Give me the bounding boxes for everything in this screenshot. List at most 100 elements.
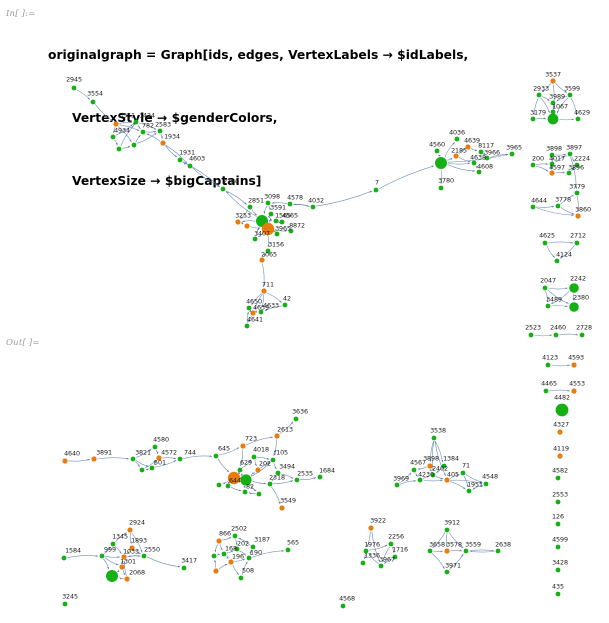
graph-vertex[interactable] bbox=[368, 525, 374, 531]
graph-vertex[interactable] bbox=[149, 465, 155, 471]
graph-vertex[interactable] bbox=[240, 443, 246, 449]
graph-vertex[interactable] bbox=[251, 454, 257, 460]
graph-vertex[interactable] bbox=[484, 155, 490, 161]
graph-vertex[interactable] bbox=[220, 186, 226, 192]
graph-vertex[interactable] bbox=[549, 161, 555, 167]
graph-vertex[interactable] bbox=[270, 457, 276, 463]
graph-vertex[interactable] bbox=[181, 565, 187, 571]
graph-vertex[interactable] bbox=[528, 332, 534, 338]
graph-vertex[interactable] bbox=[394, 482, 400, 488]
graph-vertex[interactable] bbox=[279, 505, 285, 511]
graph-vertex[interactable] bbox=[557, 429, 563, 435]
graph-vertex[interactable] bbox=[90, 99, 96, 105]
graph-vertex[interactable] bbox=[575, 116, 581, 122]
graph-vertex[interactable] bbox=[454, 136, 460, 142]
input-code-block[interactable]: originalgraph = Graph[ids, edges, Vertex… bbox=[48, 3, 568, 234]
graph-vertex[interactable] bbox=[259, 257, 265, 263]
graph-vertex[interactable] bbox=[317, 474, 323, 480]
graph-vertex[interactable] bbox=[255, 467, 261, 473]
graph-vertex[interactable] bbox=[554, 258, 560, 264]
graph-vertex[interactable] bbox=[221, 551, 227, 557]
graph-vertex[interactable] bbox=[574, 162, 580, 168]
graph-vertex[interactable] bbox=[465, 144, 471, 150]
graph-vertex[interactable] bbox=[274, 433, 280, 439]
graph-vertex[interactable] bbox=[553, 332, 559, 338]
graph-vertex[interactable] bbox=[140, 129, 146, 135]
graph-vertex[interactable] bbox=[460, 470, 466, 476]
graph-vertex[interactable] bbox=[279, 219, 285, 225]
graph-vertex[interactable] bbox=[542, 240, 548, 246]
graph-vertex[interactable] bbox=[250, 544, 256, 550]
graph-vertex[interactable] bbox=[444, 477, 450, 483]
graph-vertex[interactable] bbox=[234, 546, 240, 552]
graph-vertex[interactable] bbox=[545, 303, 551, 309]
graph-vertex[interactable] bbox=[444, 548, 450, 554]
graph-vertex[interactable] bbox=[139, 467, 145, 473]
graph-vertex[interactable] bbox=[542, 285, 548, 291]
graph-vertex[interactable] bbox=[250, 310, 256, 316]
graph-vertex[interactable] bbox=[547, 113, 559, 125]
graph-vertex[interactable] bbox=[466, 488, 472, 494]
graph-vertex[interactable] bbox=[566, 170, 572, 176]
graph-vertex[interactable] bbox=[571, 388, 577, 394]
graph-vertex[interactable] bbox=[431, 435, 437, 441]
graph-vertex[interactable] bbox=[444, 569, 450, 575]
graph-vertex[interactable] bbox=[294, 477, 300, 483]
graph-vertex[interactable] bbox=[571, 362, 577, 368]
graph-vertex[interactable] bbox=[550, 100, 556, 106]
graph-vertex[interactable] bbox=[131, 142, 137, 148]
graph-vertex[interactable] bbox=[536, 92, 542, 98]
graph-vertex[interactable] bbox=[378, 563, 384, 569]
graph-vertex[interactable] bbox=[427, 548, 433, 554]
graph-vertex[interactable] bbox=[373, 187, 379, 193]
graph-vertex[interactable] bbox=[110, 541, 116, 547]
graph-vertex[interactable] bbox=[417, 477, 423, 483]
graph-vertex[interactable] bbox=[225, 483, 231, 489]
graph-vertex[interactable] bbox=[549, 152, 555, 158]
graph-vertex[interactable] bbox=[177, 456, 183, 462]
graph-vertex[interactable] bbox=[427, 463, 433, 469]
graph-vertex[interactable] bbox=[288, 228, 294, 234]
graph-vertex[interactable] bbox=[213, 453, 219, 459]
graph-vertex[interactable] bbox=[463, 548, 469, 554]
graph-vertex[interactable] bbox=[555, 403, 569, 417]
graph-vertex[interactable] bbox=[430, 472, 436, 478]
graph-vertex[interactable] bbox=[113, 121, 119, 127]
graph-vertex[interactable] bbox=[261, 288, 267, 294]
graph-vertex[interactable] bbox=[555, 475, 561, 481]
graph-vertex[interactable] bbox=[495, 548, 501, 554]
graph-vertex[interactable] bbox=[555, 567, 561, 573]
graph-vertex[interactable] bbox=[62, 458, 68, 464]
graph-vertex[interactable] bbox=[106, 570, 118, 582]
graph-vertex[interactable] bbox=[116, 146, 122, 152]
graph-vertex[interactable] bbox=[242, 489, 248, 495]
graph-vertex[interactable] bbox=[62, 601, 68, 607]
graph-vertex[interactable] bbox=[244, 323, 250, 329]
graph-vertex[interactable] bbox=[363, 548, 369, 554]
graph-vertex[interactable] bbox=[453, 153, 459, 159]
graph-vertex[interactable] bbox=[555, 521, 561, 527]
graph-vertex[interactable] bbox=[282, 302, 288, 308]
graph-vertex[interactable] bbox=[213, 568, 219, 574]
graph-vertex[interactable] bbox=[187, 163, 193, 169]
graph-vertex[interactable] bbox=[244, 223, 250, 229]
graph-vertex[interactable] bbox=[71, 85, 77, 91]
graph-vertex[interactable] bbox=[388, 541, 394, 547]
graph-vertex[interactable] bbox=[411, 467, 417, 473]
graph-vertex[interactable] bbox=[285, 547, 291, 553]
graph-vertex[interactable] bbox=[127, 527, 133, 533]
graph-vertex[interactable] bbox=[530, 204, 536, 210]
graph-vertex[interactable] bbox=[130, 456, 136, 462]
graph-vertex[interactable] bbox=[574, 240, 580, 246]
graph-vertex[interactable] bbox=[275, 470, 281, 476]
graph-vertex[interactable] bbox=[550, 109, 556, 115]
graph-vertex[interactable] bbox=[61, 555, 67, 561]
graph-vertex[interactable] bbox=[438, 185, 444, 191]
graph-vertex[interactable] bbox=[160, 140, 166, 146]
graph-vertex[interactable] bbox=[310, 204, 316, 210]
graph-vertex[interactable] bbox=[569, 283, 579, 293]
graph-vertex[interactable] bbox=[287, 201, 293, 207]
graph-vertex[interactable] bbox=[293, 416, 299, 422]
graph-vertex[interactable] bbox=[246, 305, 252, 311]
